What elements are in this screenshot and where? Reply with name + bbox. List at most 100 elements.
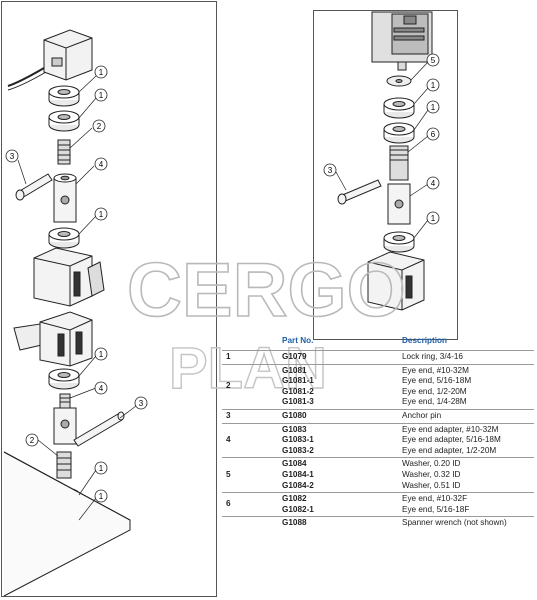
part-description: Eye end, 5/16-18F xyxy=(402,504,470,514)
part-description: Eye end adapter, #10-32M xyxy=(402,424,499,434)
force-gauge xyxy=(371,11,433,71)
callout-circle xyxy=(94,489,108,503)
part-description: Washer, 0.51 ID xyxy=(402,480,461,490)
part-number: G1083-2 xyxy=(282,445,314,455)
callout-label: 2 xyxy=(30,436,35,445)
eye-end-adapter xyxy=(53,407,77,445)
callout-label: 1 xyxy=(99,464,104,473)
eye-end-female xyxy=(389,145,409,181)
callout-label: 1 xyxy=(99,91,104,100)
lock-ring xyxy=(48,227,80,249)
part-number-cell: G1080 xyxy=(278,409,398,424)
left-callout-10: 1 xyxy=(94,461,108,475)
callout-label: 1 xyxy=(99,492,104,501)
callout-circle xyxy=(426,127,440,141)
callout-label: 6 xyxy=(431,130,436,139)
description-header: Description xyxy=(398,330,534,351)
callout-circle xyxy=(94,207,108,221)
right-callout-leaders xyxy=(335,61,429,239)
lock-ring xyxy=(383,231,415,253)
eye-end-stud xyxy=(59,393,71,409)
part-number: G1083 xyxy=(282,424,307,434)
lock-ring xyxy=(383,97,415,119)
lock-ring xyxy=(48,110,80,132)
callout-circle xyxy=(323,163,337,177)
callout-label: 3 xyxy=(10,152,15,161)
part-number: G1082 xyxy=(282,494,307,504)
part-number: G1081 xyxy=(282,365,307,375)
callout-circle xyxy=(94,381,108,395)
left-callout-1: 1 xyxy=(94,88,108,102)
right-callout-1: 1 xyxy=(426,78,440,92)
left-callout-8: 3 xyxy=(134,396,148,410)
callout-circle xyxy=(25,433,39,447)
item-number xyxy=(222,517,278,530)
grip-body-lower xyxy=(13,311,93,367)
left-top-stack xyxy=(48,85,80,249)
part-number-cell: G1088 xyxy=(278,517,398,530)
part-description: Lock ring, 3/4-16 xyxy=(402,352,463,361)
callout-label: 1 xyxy=(431,81,436,90)
callout-circle xyxy=(426,100,440,114)
item-number: 4 xyxy=(222,423,278,459)
item-column-header xyxy=(222,330,278,351)
eye-end-adapter xyxy=(53,173,77,223)
right-stack xyxy=(367,75,425,311)
item-number: 6 xyxy=(222,492,278,518)
grip-body-upper xyxy=(33,247,105,307)
left-callout-6: 1 xyxy=(94,347,108,361)
lock-ring xyxy=(383,122,415,144)
item-number: 3 xyxy=(222,409,278,424)
description-cell: Eye end adapter, #10-32M Eye end adapter,… xyxy=(398,423,534,459)
callout-label: 1 xyxy=(99,68,104,77)
callout-circle xyxy=(426,53,440,67)
right-callout-4: 3 xyxy=(323,163,337,177)
description-cell: Spanner wrench (not shown) xyxy=(398,517,534,530)
eye-end-stud xyxy=(57,139,71,165)
part-number: G1081-2 xyxy=(282,386,314,396)
callout-label: 4 xyxy=(99,384,104,393)
callout-label: 5 xyxy=(431,56,436,65)
left-callout-9: 2 xyxy=(25,433,39,447)
callout-circle xyxy=(134,396,148,410)
part-number: G1088 xyxy=(282,518,307,528)
part-description: Eye end, 1/2-20M xyxy=(402,386,467,396)
grip-body xyxy=(367,251,425,311)
part-description: Washer, 0.20 ID xyxy=(402,459,461,469)
right-callout-0: 5 xyxy=(426,53,440,67)
callout-label: 1 xyxy=(99,350,104,359)
part-description: Eye end adapter, 1/2-20M xyxy=(402,445,497,455)
part-no-header: Part No. xyxy=(278,330,398,351)
callout-circle xyxy=(94,65,108,79)
part-description: Spanner wrench (not shown) xyxy=(402,518,507,528)
part-number: G1084 xyxy=(282,459,307,469)
callout-label: 3 xyxy=(139,399,144,408)
description-cell: Anchor pin xyxy=(398,409,534,424)
part-description: Eye end, 1/4-28M xyxy=(402,397,467,407)
lock-ring xyxy=(48,368,80,390)
part-number: G1083-1 xyxy=(282,435,314,445)
part-description: Eye end, #10-32M xyxy=(402,365,469,375)
description-cell: Lock ring, 3/4-16 xyxy=(398,350,534,365)
part-number: G1084-1 xyxy=(282,469,314,479)
eye-end-adapter xyxy=(387,183,411,225)
callout-circle xyxy=(426,78,440,92)
callout-circle xyxy=(92,119,106,133)
table-row: 3 G1080 Anchor pin xyxy=(222,409,534,424)
anchor-pin xyxy=(73,411,125,447)
table-row: G1088 Spanner wrench (not shown) xyxy=(222,517,534,530)
part-number: G1080 xyxy=(282,410,307,420)
callout-circle xyxy=(94,88,108,102)
part-number: G1084-2 xyxy=(282,480,314,490)
part-description: Eye end, #10-32F xyxy=(402,494,468,504)
item-number: 2 xyxy=(222,364,278,410)
